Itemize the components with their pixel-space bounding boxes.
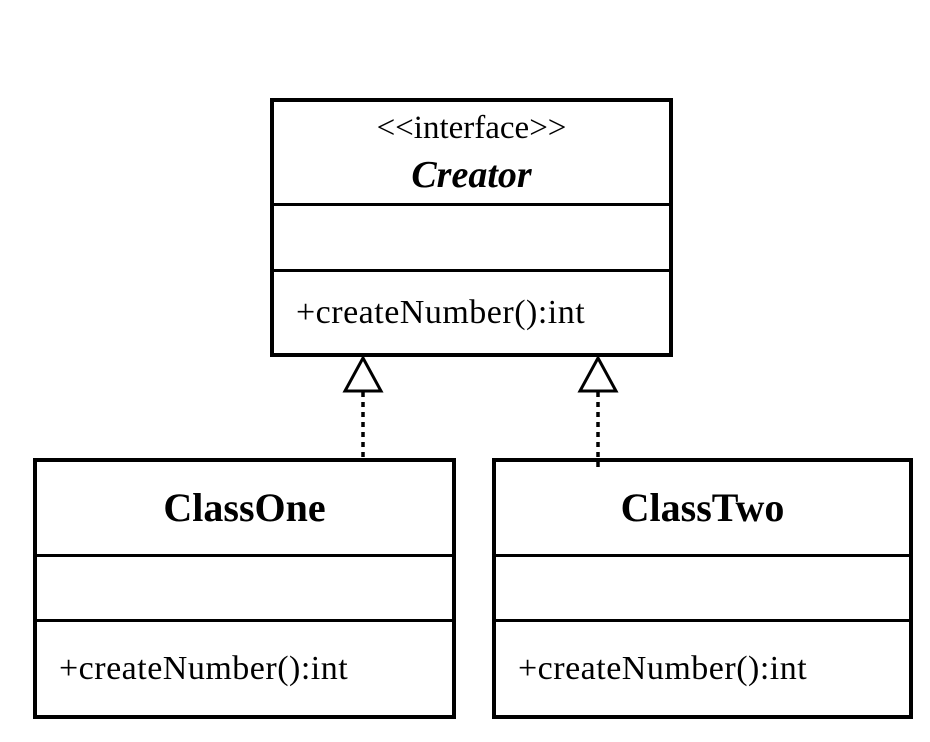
realization-arrow-classone-to-creator xyxy=(342,356,384,459)
classone-name-label: ClassOne xyxy=(163,485,326,530)
classtwo-name-compartment: ClassTwo xyxy=(496,462,909,557)
interface-creator-box: <<interface>> Creator +createNumber():in… xyxy=(270,98,673,357)
classone-operation-label: +createNumber():int xyxy=(59,649,349,687)
interface-attributes-compartment xyxy=(274,206,669,272)
interface-operation-label: +createNumber():int xyxy=(296,293,586,331)
realization-arrow-classtwo-to-creator xyxy=(577,356,619,469)
hollow-triangle-arrowhead-icon xyxy=(577,356,619,393)
classone-attributes-compartment xyxy=(37,557,452,622)
classone-box: ClassOne +createNumber():int xyxy=(33,458,456,719)
classtwo-name-label: ClassTwo xyxy=(620,485,785,530)
interface-stereotype-label: <<interface>> xyxy=(376,109,567,146)
classtwo-attributes-compartment xyxy=(496,557,909,622)
classone-name-compartment: ClassOne xyxy=(37,462,452,557)
interface-name-label: Creator xyxy=(411,153,532,196)
hollow-triangle-arrowhead-icon xyxy=(342,356,384,393)
interface-name-compartment: <<interface>> Creator xyxy=(274,102,669,206)
classtwo-box: ClassTwo +createNumber():int xyxy=(492,458,913,719)
interface-operations-compartment: +createNumber():int xyxy=(274,272,669,353)
classone-operations-compartment: +createNumber():int xyxy=(37,622,452,715)
classtwo-operation-label: +createNumber():int xyxy=(518,649,808,687)
classtwo-operations-compartment: +createNumber():int xyxy=(496,622,909,715)
